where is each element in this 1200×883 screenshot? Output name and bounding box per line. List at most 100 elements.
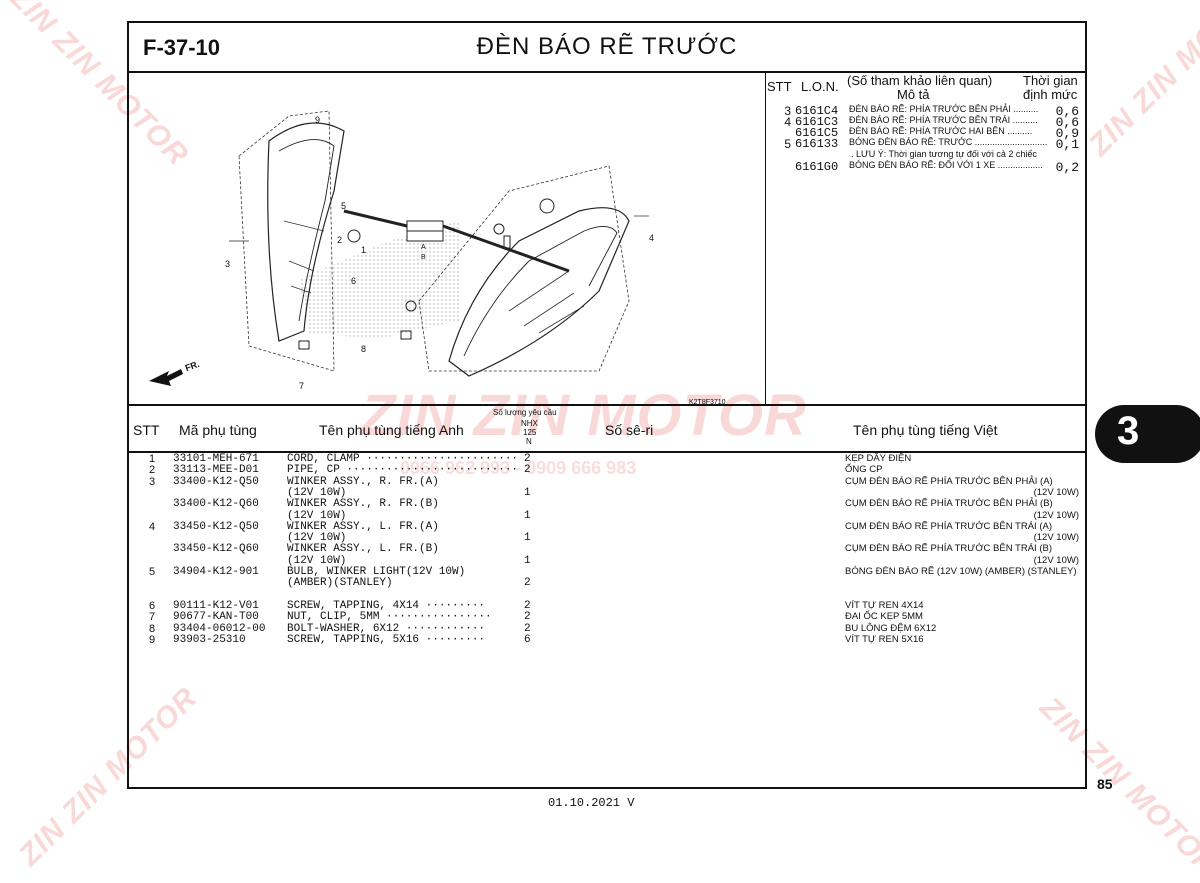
vietnamese-name: CỤM ĐÈN BÁO RẼ PHÍA TRƯỚC BÊN PHẢI (B) — [845, 498, 1053, 510]
figure-code: F-37-10 — [143, 35, 221, 60]
watermark-phone-center: 0966 962 993 - 0909 666 983 — [400, 458, 637, 478]
part-code: 33400-K12-Q50 — [173, 475, 259, 488]
vietnamese-name: CỤM ĐÈN BÁO RẼ PHÍA TRƯỚC BÊN PHẢI (A) — [845, 475, 1053, 487]
vietnamese-name: KẸP DÂY ĐIỆN — [845, 453, 912, 464]
english-name: (12V 10W) — [287, 509, 347, 522]
english-name: WINKER ASSY., R. FR.(B) — [287, 498, 439, 511]
stt — [147, 577, 157, 589]
figure-title: ĐÈN BÁO RẼ TRƯỚC — [476, 33, 738, 60]
vietnamese-name: VÍT TỰ REN 4X14 — [845, 599, 924, 611]
vietnamese-name: VÍT TỰ REN 5X16 — [845, 633, 924, 645]
part-code: 90111-K12-V01 — [173, 599, 259, 612]
part-code: 33450-K12-Q50 — [173, 520, 259, 533]
english-name: NUT, CLIP, 5MM ················ — [287, 611, 492, 624]
english-name: (12V 10W) — [287, 532, 347, 545]
stt — [147, 555, 157, 567]
part-code: 34904-K12-901 — [173, 566, 259, 578]
stt — [147, 498, 157, 510]
col-qty-cc: 125 — [523, 428, 537, 437]
english-name: (12V 10W) — [287, 554, 347, 567]
stt: 3 — [148, 475, 156, 488]
vietnamese-name: BU LÔNG ĐỆM 6X12 — [845, 622, 937, 634]
callout-b: B — [421, 254, 426, 261]
diagram-id: K2T8F3710 — [689, 399, 726, 406]
page-frame: F-37-10 ĐÈN BÁO RẼ TRƯỚC — [127, 21, 1087, 789]
lon-header-desc: Mô tả — [897, 87, 930, 102]
stt — [147, 543, 157, 555]
lon-note: . LƯU Ý: Thời gian tương tự đối với cả 2… — [851, 149, 1037, 159]
english-name: (AMBER)(STANLEY) — [287, 577, 393, 590]
qty: 2 — [524, 622, 531, 635]
col-serial: Số sê-ri — [605, 422, 654, 438]
part-code: 33101-MEH-671 — [173, 453, 259, 465]
qty: 2 — [524, 599, 531, 612]
labor-operation-table: STT L.O.N. (Số tham khảo liên quan) Mô t… — [765, 71, 1087, 406]
english-name: WINKER ASSY., L. FR.(B) — [287, 543, 439, 556]
callout-5-left: 5 — [341, 201, 347, 211]
qty: 2 — [524, 577, 531, 590]
part-code: 90677-KAN-T00 — [173, 611, 259, 624]
english-name: WINKER ASSY., R. FR.(A) — [287, 475, 439, 488]
qty: 1 — [524, 486, 531, 499]
stt: 7 — [148, 611, 156, 624]
qty: 1 — [524, 509, 531, 522]
stt: 5 — [148, 566, 156, 578]
qty: 2 — [524, 611, 531, 624]
vietnamese-spec: (12V 10W) — [1033, 554, 1079, 566]
stt: 6 — [148, 599, 156, 612]
col-english-name: Tên phụ tùng tiếng Anh — [319, 422, 464, 438]
lon-header-time2: định mức — [1023, 87, 1078, 102]
english-name: PIPE, CP ·························· — [287, 464, 519, 477]
vietnamese-name: ỐNG CP — [845, 464, 883, 476]
vietnamese-name: ĐAI ỐC KẸP 5MM — [845, 611, 923, 623]
figure-header: F-37-10 ĐÈN BÁO RẼ TRƯỚC — [129, 23, 1085, 73]
english-name: BOLT-WASHER, 6X12 ············ — [287, 622, 486, 635]
part-code: 33113-MEE-D01 — [173, 464, 259, 477]
vietnamese-spec: (12V 10W) — [1033, 532, 1079, 544]
qty: 2 — [524, 453, 531, 465]
qty: 1 — [524, 532, 531, 545]
watermark-brand-center: ZIN ZIN MOTOR — [360, 383, 807, 448]
col-stt: STT — [133, 422, 160, 438]
section-badge: 3 — [1095, 405, 1200, 463]
qty: 6 — [524, 633, 531, 646]
stt: 4 — [148, 520, 156, 533]
part-code: 33400-K12-Q60 — [173, 498, 259, 511]
english-name: SCREW, TAPPING, 4X14 ········· — [287, 599, 486, 612]
callout-3: 3 — [225, 259, 231, 269]
english-name: BULB, WINKER LIGHT(12V 10W) — [287, 566, 466, 578]
lon-header-ref: (Số tham khảo liên quan) — [847, 73, 993, 88]
callout-4: 4 — [649, 233, 655, 243]
vietnamese-spec: (12V 10W) — [1033, 509, 1079, 521]
callout-a: A — [421, 244, 426, 251]
footer-date: 01.10.2021 V — [548, 796, 635, 810]
callout-9-top: 9 — [315, 115, 321, 125]
english-name: CORD, CLAMP ······················· — [287, 453, 519, 465]
callout-7-left: 7 — [299, 381, 305, 391]
callout-2-left: 2 — [337, 235, 343, 245]
col-qty-title: Số lượng yêu cầu — [493, 408, 557, 417]
stt — [147, 510, 157, 522]
stt: 8 — [148, 622, 156, 635]
diagram-drawing — [149, 110, 649, 386]
vietnamese-name: CỤM ĐÈN BÁO RẼ PHÍA TRƯỚC BÊN TRÁI (B) — [845, 543, 1052, 555]
vietnamese-spec: (12V 10W) — [1033, 486, 1079, 498]
part-code: 93404-06012-00 — [173, 622, 266, 635]
lon-header-stt: STT — [767, 79, 792, 94]
exploded-diagram: FR. 9 5 1 2 3 6 7 8 4 A B K2T8F3710 — [129, 71, 766, 406]
stt — [147, 532, 157, 544]
watermark-brand-topright: ZIN ZIN MOTOR — [1082, 0, 1200, 163]
english-name: SCREW, TAPPING, 5X16 ········· — [287, 633, 486, 646]
stt: 1 — [148, 453, 156, 465]
stt — [147, 487, 157, 499]
col-qty-type: N — [526, 437, 532, 446]
callout-6-left: 6 — [351, 276, 357, 286]
callout-1-left: 1 — [361, 245, 367, 255]
qty: 2 — [524, 464, 531, 477]
lon-header-lon: L.O.N. — [801, 79, 839, 94]
